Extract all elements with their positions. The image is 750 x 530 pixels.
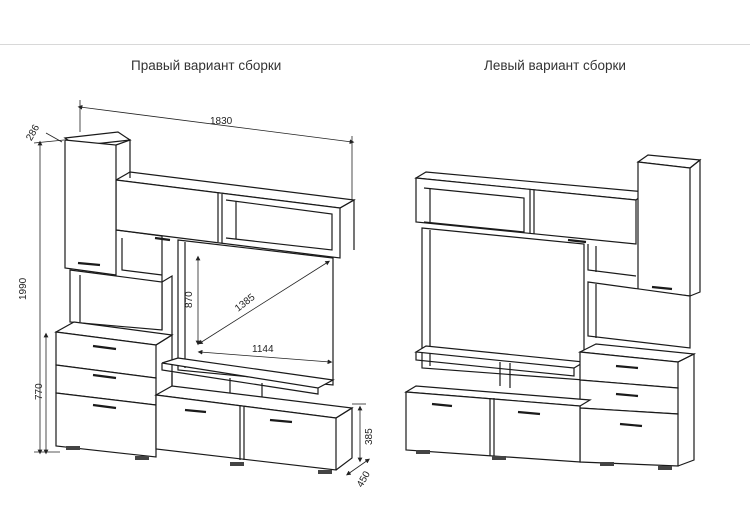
dimension-lines (33, 100, 370, 476)
handle-icon (517, 410, 541, 416)
handle-icon (92, 403, 117, 410)
tv-stand-base (404, 385, 592, 463)
handle-icon (651, 285, 673, 291)
caption-left-variant: Левый вариант сборки (484, 58, 626, 73)
top-bridge-unit (414, 171, 648, 245)
top-bridge-unit (114, 171, 356, 259)
handle-icon (184, 408, 207, 414)
handle-icon (92, 373, 117, 380)
handle-icon (92, 344, 117, 351)
dim-tv-height-label: 870 (184, 291, 195, 308)
chest-of-drawers (54, 321, 174, 460)
handle-icon (619, 422, 643, 428)
handle-icon (567, 238, 587, 244)
handle-icon (615, 364, 639, 370)
dim-tv-stand-height-label: 385 (364, 428, 375, 445)
handle-icon (615, 392, 639, 398)
drawing-right-variant: 1830 286 1990 770 870 1385 1144 385 450 (18, 100, 375, 490)
dim-height-total-label: 1990 (18, 277, 29, 300)
tv-stand-base (154, 385, 354, 474)
tall-cabinet (63, 131, 173, 335)
dim-width-label: 1830 (210, 116, 233, 127)
dim-depth-base-label: 450 (355, 469, 373, 489)
dim-depth-top-label: 286 (24, 123, 42, 143)
tall-cabinet (587, 154, 702, 349)
dim-height-lower-label: 770 (34, 383, 45, 400)
drawing-left-variant (404, 154, 702, 470)
handle-icon (269, 418, 293, 424)
handle-icon (431, 402, 453, 408)
chest-of-drawers (577, 343, 697, 470)
header-divider (0, 44, 750, 45)
handle-icon (77, 261, 101, 267)
caption-right-variant: Правый вариант сборки (131, 58, 282, 73)
dim-tv-width-label: 1144 (252, 344, 274, 355)
